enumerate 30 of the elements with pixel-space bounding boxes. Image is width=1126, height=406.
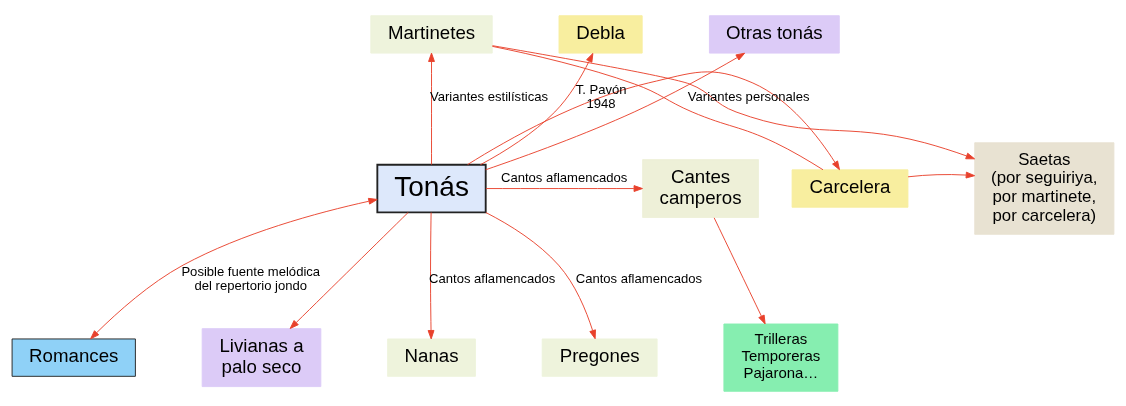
node-box: Nanas: [387, 338, 476, 377]
node-box: Saetas (por seguiriya, por martinete, por carcelera): [974, 141, 1115, 235]
arrow: [713, 216, 766, 324]
arrow: [485, 211, 596, 339]
node-box: Romances: [11, 338, 136, 377]
arrow: [289, 211, 409, 329]
node-box: Otras tonás: [708, 14, 840, 54]
node-box: Trilleras Temporeras Pajarona…: [723, 323, 839, 392]
edge-label: T. Pavón 1948: [575, 81, 627, 111]
arrow: [427, 211, 435, 339]
node-box: Martinetes: [370, 14, 493, 54]
arrow: [467, 70, 840, 170]
node-box: Carcelera: [791, 168, 909, 208]
arrow: [907, 171, 976, 178]
node-box: Cantes camperos: [642, 158, 759, 218]
node-box: Pregones: [541, 338, 658, 377]
arrow: [492, 44, 976, 159]
node-box: Debla: [558, 14, 643, 54]
edge-label: Cantos aflamencados: [575, 270, 703, 286]
arrow: [485, 184, 643, 192]
arrow: [479, 52, 594, 165]
connector: [491, 45, 824, 170]
node-box: Tonás: [376, 163, 487, 213]
edge-label: Cantos aflamencados: [500, 169, 628, 185]
arrow: [485, 52, 746, 170]
arrow: [90, 197, 378, 339]
edge-label: Variantes personales: [687, 88, 810, 104]
node-box: Livianas a palo seco: [201, 327, 322, 387]
edge-label: Posible fuente melódica del repertorio jondo: [181, 263, 321, 293]
arrow: [428, 52, 435, 165]
